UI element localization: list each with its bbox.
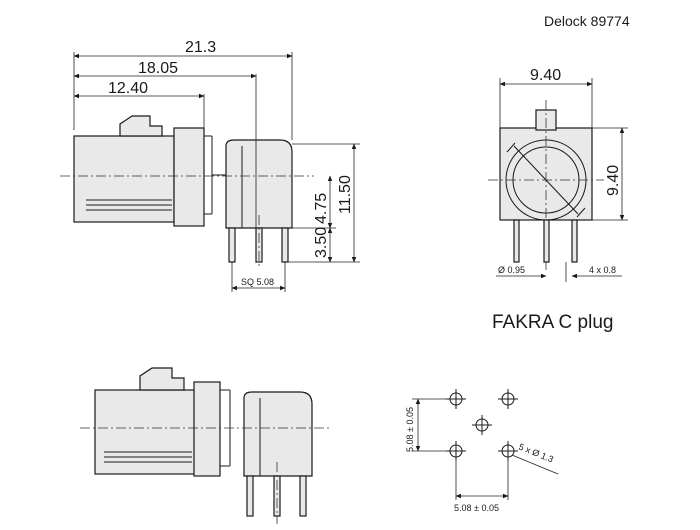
rear-body xyxy=(225,139,293,229)
housing-body xyxy=(94,389,196,475)
pin xyxy=(281,227,289,263)
dim-height-upper: 4.75 xyxy=(313,193,330,224)
pcb-footprint: 5.08 ± 0.05 5.08 ± 0.05 5 x Ø 1.3 xyxy=(405,389,559,513)
dim-height-total: 11.50 xyxy=(337,175,354,214)
side-view: 21.3 18.05 12.40 4.75 3.50 11.50 SQ 5.08 xyxy=(60,39,360,292)
dim-pin-count: 4 x 0.8 xyxy=(589,265,616,275)
rear-body xyxy=(243,391,313,477)
flange xyxy=(193,381,221,477)
dim-horizontal-spacing: 5.08 ± 0.05 xyxy=(454,503,499,513)
dim-length-3: 12.40 xyxy=(108,80,148,97)
model-label: Delock 89774 xyxy=(544,13,630,29)
pin xyxy=(543,219,550,263)
hole xyxy=(446,441,466,461)
pin xyxy=(246,475,254,517)
dim-pin-diameter: Ø 0.95 xyxy=(498,265,525,275)
dim-pin-length: 3.50 xyxy=(313,227,330,258)
dim-length-2: 18.05 xyxy=(138,60,178,77)
dim-vertical-spacing: 5.08 ± 0.05 xyxy=(405,407,415,452)
hole xyxy=(498,389,518,409)
dim-pin-spacing: SQ 5.08 xyxy=(241,277,274,287)
pin xyxy=(228,227,236,263)
dim-height: 9.40 xyxy=(605,165,622,196)
pin xyxy=(571,219,578,263)
dim-total-length: 21.3 xyxy=(185,39,216,56)
latch xyxy=(139,367,185,391)
pin xyxy=(513,219,520,263)
hole xyxy=(446,389,466,409)
pin xyxy=(299,475,307,517)
front-view: 9.40 9.40 Ø 0.95 4 x 0.8 xyxy=(488,67,628,282)
side-view-bottom xyxy=(80,367,330,524)
latch xyxy=(119,115,163,137)
housing-body xyxy=(73,135,175,223)
hole xyxy=(498,441,518,461)
flange xyxy=(173,127,205,227)
dim-width: 9.40 xyxy=(530,67,561,84)
dim-holes: 5 x Ø 1.3 xyxy=(517,442,555,465)
caption: FAKRA C plug xyxy=(492,312,613,333)
hole xyxy=(472,415,492,435)
